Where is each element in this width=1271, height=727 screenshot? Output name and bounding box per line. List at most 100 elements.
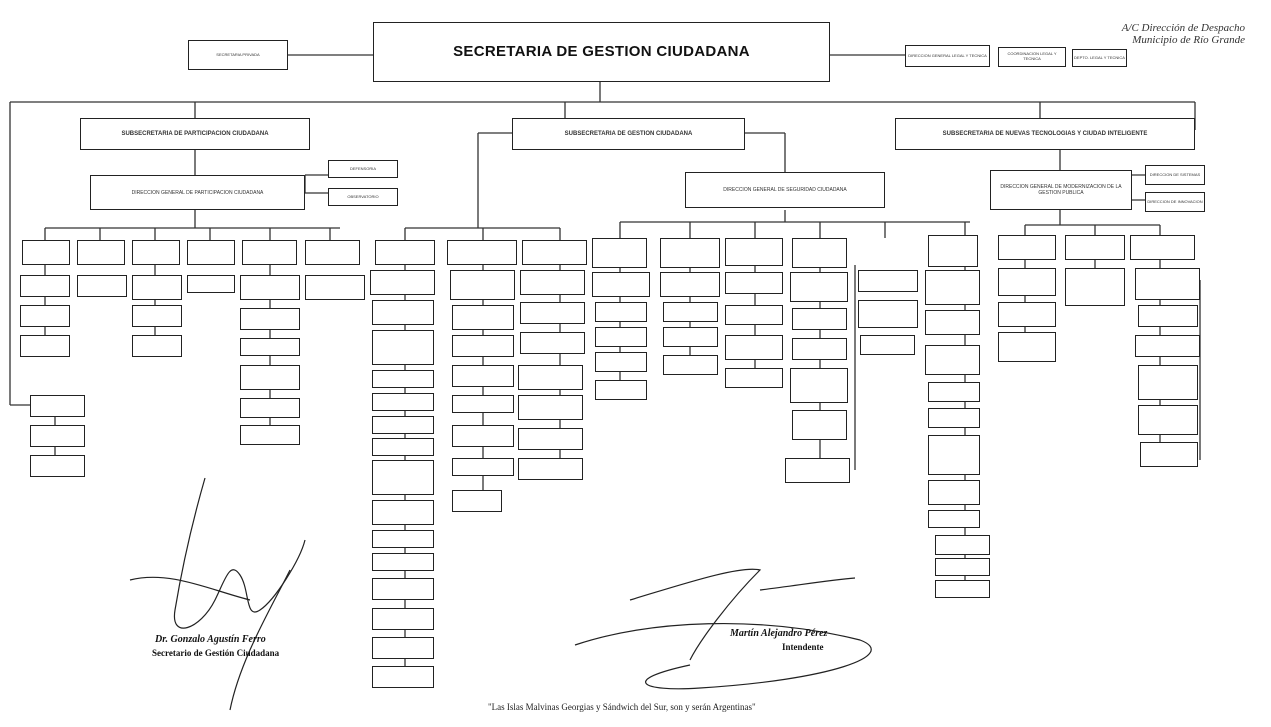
org-box xyxy=(372,438,434,456)
org-box xyxy=(860,335,915,355)
org-box xyxy=(372,393,434,411)
org-box xyxy=(660,238,720,268)
org-box xyxy=(372,578,434,600)
subsecretaria-participacion: SUBSECRETARIA DE PARTICIPACION CIUDADANA xyxy=(80,118,310,150)
org-box xyxy=(725,368,783,388)
org-box xyxy=(375,240,435,265)
org-box xyxy=(1065,235,1125,260)
org-box xyxy=(242,240,297,265)
org-box xyxy=(592,238,647,268)
org-box xyxy=(372,553,434,571)
signature-left-role: Secretario de Gestión Ciudadana xyxy=(152,648,280,658)
org-box xyxy=(30,425,85,447)
org-box xyxy=(998,332,1056,362)
org-box xyxy=(22,240,70,265)
org-box xyxy=(592,272,650,297)
org-box xyxy=(132,275,182,300)
org-box xyxy=(187,275,235,293)
org-box xyxy=(372,416,434,434)
org-box xyxy=(725,272,783,294)
side-unit-defensoria: DEFENSORIA xyxy=(328,160,398,178)
org-box xyxy=(372,637,434,659)
org-box xyxy=(935,558,990,576)
org-box xyxy=(520,270,585,295)
org-box xyxy=(240,338,300,356)
org-box xyxy=(452,335,514,357)
org-box xyxy=(518,365,583,390)
org-box xyxy=(30,395,85,417)
right-unit-1: DIRECCION GENERAL LEGAL Y TECNICA xyxy=(905,45,990,67)
dg-participacion: DIRECCION GENERAL DE PARTICIPACION CIUDA… xyxy=(90,175,305,210)
org-box xyxy=(725,335,783,360)
org-box xyxy=(372,500,434,525)
org-box xyxy=(77,275,127,297)
org-box xyxy=(1138,365,1198,400)
org-box xyxy=(518,458,583,480)
org-box xyxy=(663,355,718,375)
org-box xyxy=(858,270,918,292)
org-box xyxy=(522,240,587,265)
org-box xyxy=(1130,235,1195,260)
org-box xyxy=(372,460,434,495)
org-box xyxy=(372,530,434,548)
stamp-line-1: A/C Dirección de Despacho xyxy=(1121,22,1245,34)
org-box xyxy=(518,428,583,450)
org-box xyxy=(725,238,783,266)
org-box xyxy=(240,308,300,330)
org-box xyxy=(240,365,300,390)
org-box xyxy=(935,580,990,598)
org-box xyxy=(452,365,514,387)
org-box xyxy=(928,235,978,267)
org-box xyxy=(1138,305,1198,327)
org-box xyxy=(1065,268,1125,306)
stamp: A/C Dirección de Despacho Municipio de R… xyxy=(1095,22,1245,46)
org-box xyxy=(998,268,1056,296)
org-box xyxy=(20,335,70,357)
secretaria-privada-box: SECRETARIA PRIVADA xyxy=(188,40,288,70)
footer-motto: "Las Islas Malvinas Georgias y Sándwich … xyxy=(488,702,756,712)
org-box xyxy=(77,240,125,265)
org-box xyxy=(660,272,720,297)
org-box xyxy=(663,302,718,322)
org-box xyxy=(240,275,300,300)
org-box xyxy=(792,338,847,360)
secretaria-title-box: SECRETARIA DE GESTION CIUDADANA xyxy=(373,22,830,82)
side-unit-observatorio: OBSERVATORIO xyxy=(328,188,398,206)
org-box xyxy=(792,410,847,440)
org-box xyxy=(452,425,514,447)
org-box xyxy=(30,455,85,477)
org-box xyxy=(595,327,647,347)
org-box xyxy=(20,305,70,327)
signature-left-name: Dr. Gonzalo Agustín Ferro xyxy=(155,634,266,645)
org-box xyxy=(928,435,980,475)
org-box xyxy=(1135,335,1200,357)
subsecretaria-gestion: SUBSECRETARIA DE GESTION CIUDADANA xyxy=(512,118,745,150)
org-box xyxy=(928,382,980,402)
dg-seguridad: DIRECCION GENERAL DE SEGURIDAD CIUDADANA xyxy=(685,172,885,208)
org-box xyxy=(928,408,980,428)
org-box xyxy=(595,380,647,400)
org-box xyxy=(305,275,365,300)
signature-right-name: Martín Alejandro Pérez xyxy=(730,628,828,639)
org-box xyxy=(928,510,980,528)
org-box xyxy=(132,335,182,357)
org-box xyxy=(452,305,514,330)
org-box xyxy=(520,302,585,324)
org-box xyxy=(370,270,435,295)
org-box xyxy=(998,235,1056,260)
org-box xyxy=(725,305,783,325)
org-box xyxy=(240,425,300,445)
org-box xyxy=(595,352,647,372)
org-box xyxy=(305,240,360,265)
org-box xyxy=(998,302,1056,327)
org-box xyxy=(925,310,980,335)
org-box xyxy=(925,270,980,305)
org-box xyxy=(372,370,434,388)
org-box xyxy=(132,240,180,265)
org-box xyxy=(663,327,718,347)
right-unit-2: COORDINACION LEGAL Y TECNICA xyxy=(998,47,1066,67)
org-box xyxy=(447,240,517,265)
org-box xyxy=(785,458,850,483)
org-box xyxy=(790,272,848,302)
